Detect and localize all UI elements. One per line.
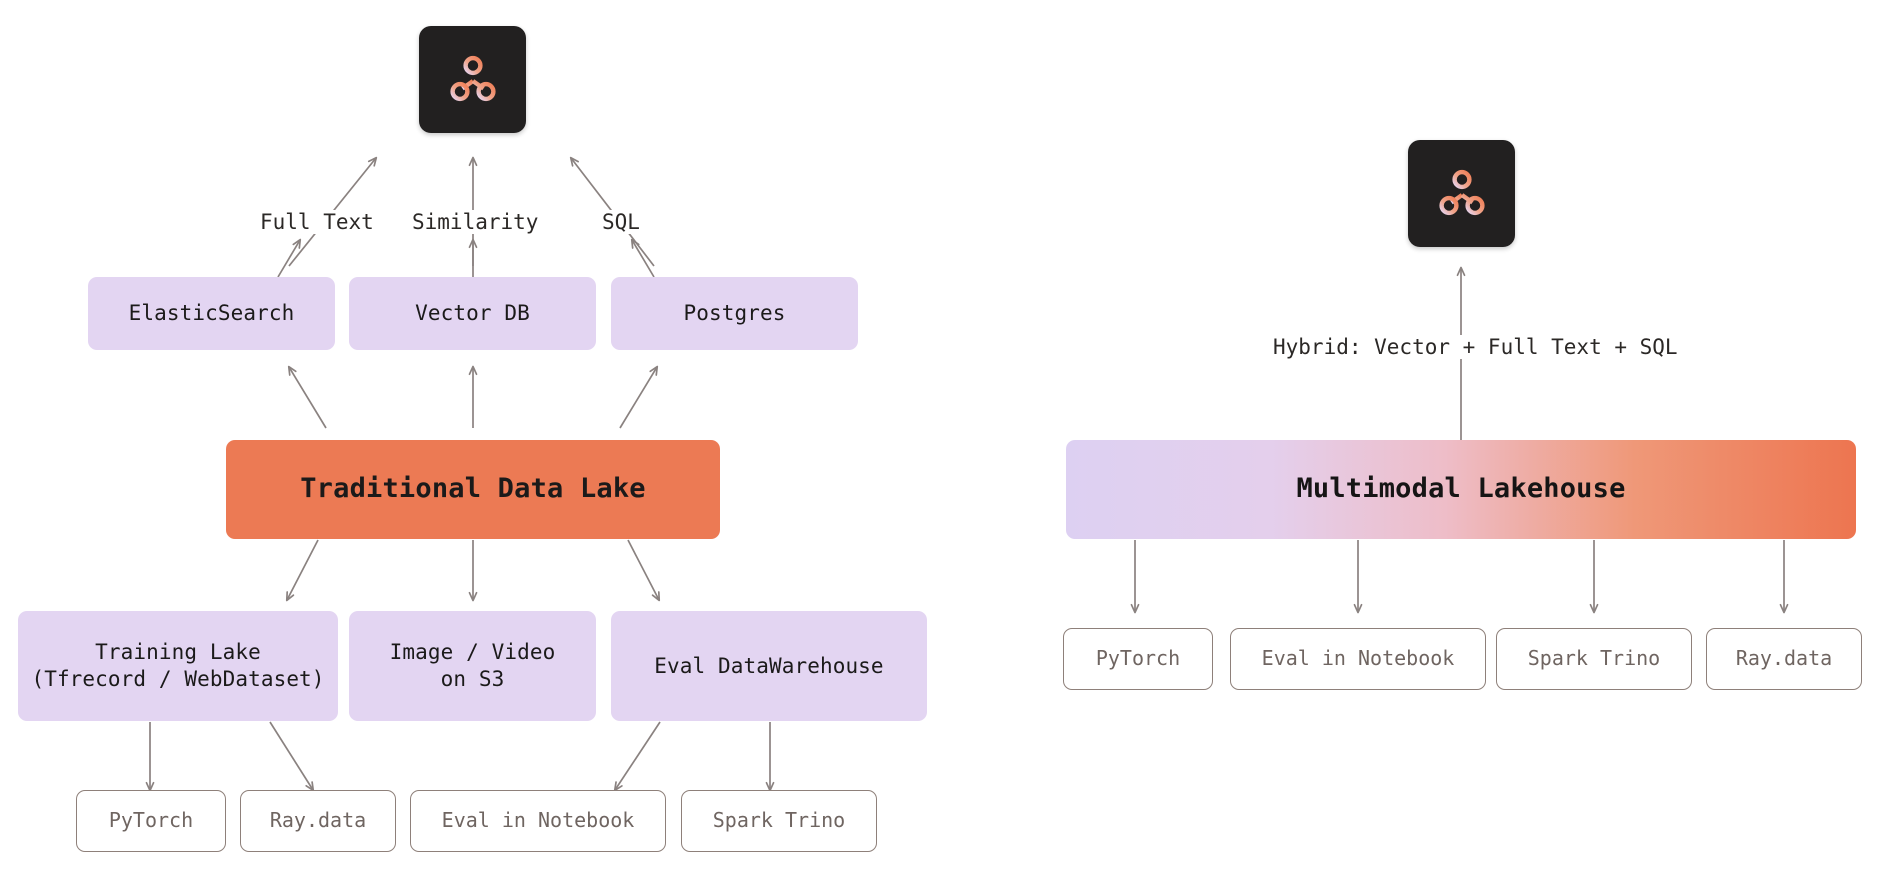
store-box-label: Postgres xyxy=(683,301,786,326)
lancedb-logo-tile-right xyxy=(1408,140,1515,247)
storage-box-image-video-s3[interactable]: Image / Video on S3 xyxy=(349,611,596,721)
consumer-box-pytorch-left[interactable]: PyTorch xyxy=(76,790,226,852)
consumer-box-eval-in-notebook-right[interactable]: Eval in Notebook xyxy=(1230,628,1486,690)
consumer-box-label: Spark Trino xyxy=(712,808,846,833)
edge-label-full-text: Full Text xyxy=(253,210,381,234)
consumer-box-label: Eval in Notebook xyxy=(1261,646,1455,671)
edge-label-similarity: Similarity xyxy=(405,210,546,234)
storage-box-eval-datawarehouse[interactable]: Eval DataWarehouse xyxy=(611,611,927,721)
storage-box-label: Image / Video on S3 xyxy=(389,640,556,691)
consumer-box-label: Ray.data xyxy=(269,808,367,833)
consumer-box-eval-in-notebook-left[interactable]: Eval in Notebook xyxy=(410,790,666,852)
lancedb-logo-icon xyxy=(449,55,496,101)
store-box-postgres[interactable]: Postgres xyxy=(611,277,858,350)
hub-box-label: Traditional Data Lake xyxy=(300,473,646,505)
hub-box-label: Multimodal Lakehouse xyxy=(1296,473,1626,505)
storage-box-label: Training Lake (Tfrecord / WebDataset) xyxy=(31,640,325,691)
consumer-box-spark-trino-left[interactable]: Spark Trino xyxy=(681,790,877,852)
store-box-label: Vector DB xyxy=(415,301,530,326)
consumer-box-label: PyTorch xyxy=(1095,646,1181,671)
store-box-vector-db[interactable]: Vector DB xyxy=(349,277,596,350)
hub-box-traditional-data-lake[interactable]: Traditional Data Lake xyxy=(226,440,720,539)
consumer-box-spark-trino-right[interactable]: Spark Trino xyxy=(1496,628,1692,690)
lancedb-logo-icon xyxy=(1438,169,1485,215)
store-box-label: ElasticSearch xyxy=(128,301,295,326)
consumer-box-label: Ray.data xyxy=(1735,646,1833,671)
consumer-box-ray-data-right[interactable]: Ray.data xyxy=(1706,628,1862,690)
consumer-box-pytorch-right[interactable]: PyTorch xyxy=(1063,628,1213,690)
consumer-box-ray-data-left[interactable]: Ray.data xyxy=(240,790,396,852)
consumer-box-label: Eval in Notebook xyxy=(441,808,635,833)
consumer-box-label: PyTorch xyxy=(108,808,194,833)
lancedb-logo-tile-left xyxy=(419,26,526,133)
store-box-elasticsearch[interactable]: ElasticSearch xyxy=(88,277,335,350)
storage-box-label: Eval DataWarehouse xyxy=(654,653,884,678)
consumer-box-label: Spark Trino xyxy=(1527,646,1661,671)
edge-label-sql: SQL xyxy=(595,210,647,234)
storage-box-training-lake[interactable]: Training Lake (Tfrecord / WebDataset) xyxy=(18,611,338,721)
hub-box-multimodal-lakehouse[interactable]: Multimodal Lakehouse xyxy=(1066,440,1856,539)
edge-label-hybrid-query: Hybrid: Vector + Full Text + SQL xyxy=(1266,335,1685,359)
